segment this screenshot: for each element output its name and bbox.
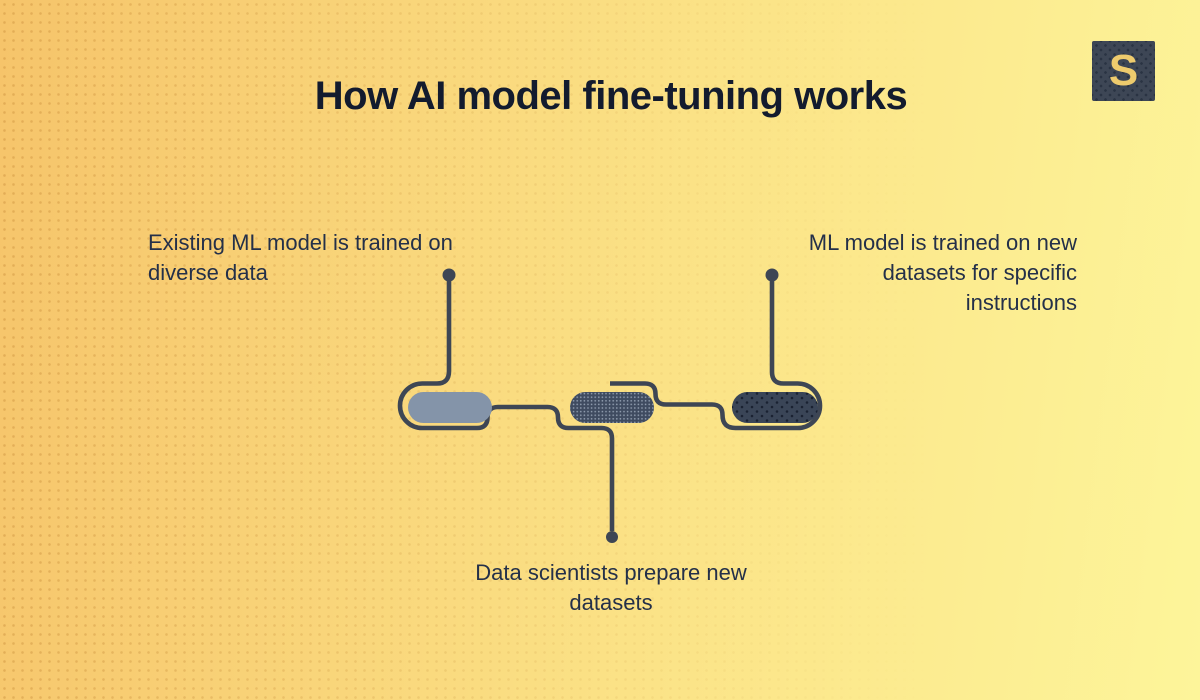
wire-middle-to-right	[610, 275, 823, 431]
endpoint-dot-bottom	[606, 531, 618, 543]
pill-existing-model	[408, 392, 492, 423]
label-step-prepare-datasets: Data scientists prepare new datasets	[475, 560, 747, 615]
endpoint-dot-left	[442, 268, 456, 282]
logo-badge: S	[1092, 41, 1155, 101]
logo-letter: S	[1108, 46, 1139, 95]
pill-finetuned-model-dots	[732, 392, 818, 423]
pill-new-datasets-halftone	[570, 392, 654, 423]
page-title: How AI model fine-tuning works	[314, 74, 908, 118]
label-step-existing-model: Existing ML model is trained on diverse …	[148, 230, 453, 285]
label-step-finetuned-model: ML model is trained on new datasets for …	[808, 230, 1077, 315]
endpoint-dot-right	[765, 268, 779, 282]
